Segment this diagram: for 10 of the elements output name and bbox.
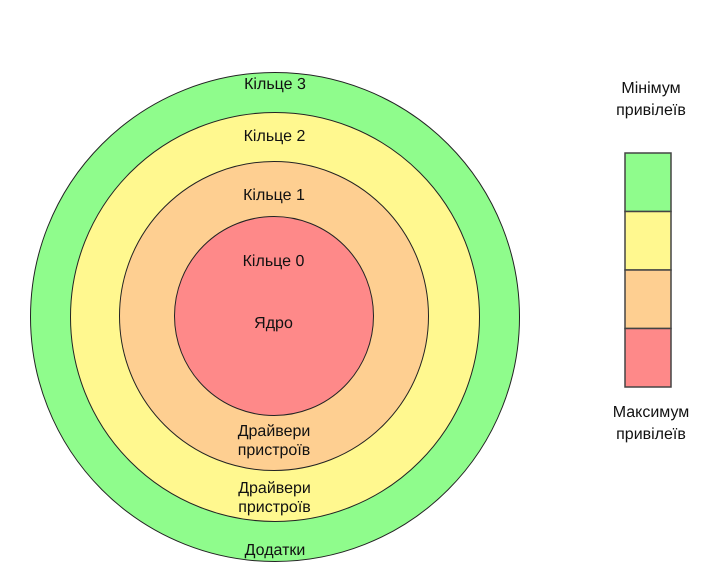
ring-description: Додатки <box>244 541 306 560</box>
scale-label: Мінімум привілеїв <box>615 79 687 121</box>
ring-label: Кільце 2 <box>244 126 306 146</box>
scale-label: Максимум привілеїв <box>612 403 690 445</box>
ring-description: Драйвери пристроїв <box>237 478 312 516</box>
ring-label: Кільце 3 <box>244 75 306 94</box>
ring-description: Драйвери пристроїв <box>236 422 312 460</box>
ring-label: Кільце 1 <box>243 186 305 205</box>
ring-description: Ядро <box>254 314 293 332</box>
ring-label: Кільце 0 <box>242 252 304 270</box>
